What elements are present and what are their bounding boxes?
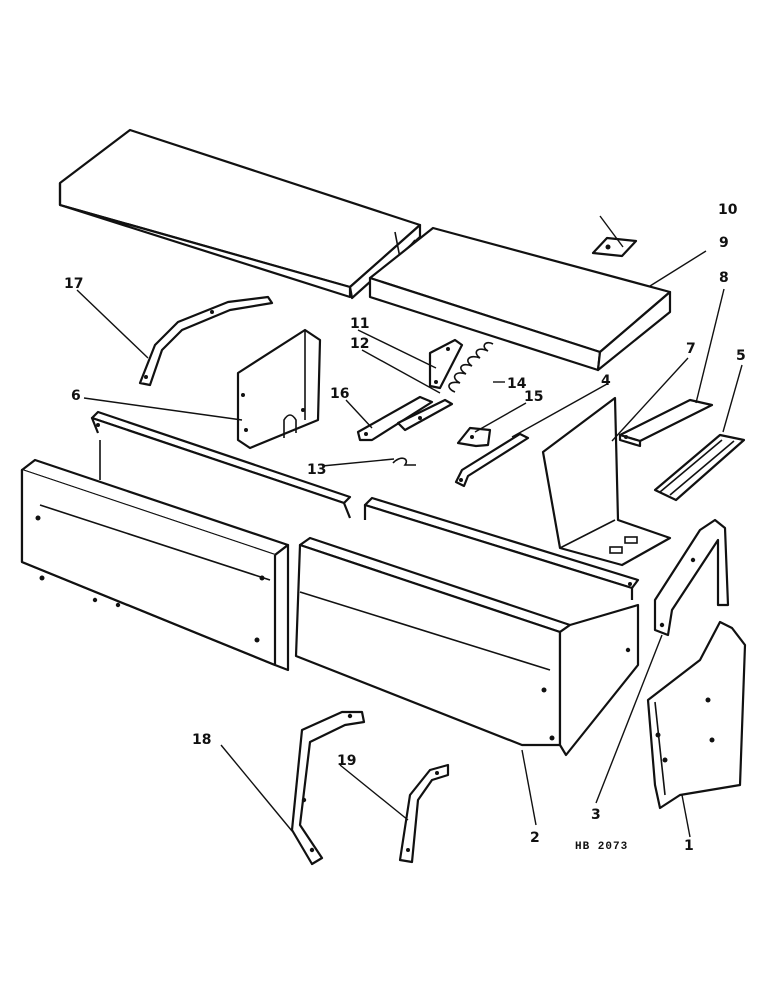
bracket-part-15 <box>456 426 492 448</box>
callout-13: 13 <box>307 462 326 478</box>
callout-12: 12 <box>350 336 369 352</box>
callout-4: 4 <box>601 373 611 389</box>
callout-8: 8 <box>719 270 729 286</box>
top-long-cover <box>58 128 422 300</box>
callout-3: 3 <box>591 807 601 823</box>
callout-9: 9 <box>719 235 729 251</box>
callout-19: 19 <box>337 753 356 769</box>
callout-5: 5 <box>736 348 746 364</box>
end-plate-part-1 <box>646 620 747 810</box>
callout-2: 2 <box>530 830 540 846</box>
right-cover-part-9 <box>368 226 672 372</box>
clip-part-10 <box>591 236 638 258</box>
right-tray-part-2 <box>294 536 640 757</box>
callout-1: 1 <box>684 838 694 854</box>
strap-part-4 <box>454 432 530 488</box>
side-bracket-part-3 <box>653 518 730 637</box>
callout-18: 18 <box>192 732 211 748</box>
callout-7: 7 <box>686 341 696 357</box>
channel-part-5 <box>653 433 746 502</box>
leader-lines <box>76 215 743 838</box>
callout-16: 16 <box>330 386 349 402</box>
pin-part-13 <box>392 457 416 466</box>
callout-17: 17 <box>64 276 83 292</box>
callout-14: 14 <box>507 376 527 392</box>
bracket-part-17 <box>138 295 274 387</box>
reference-code: HB 2073 <box>575 841 628 853</box>
spring-part-14 <box>448 341 494 393</box>
right-rear-rail <box>363 496 640 600</box>
tab-part-11 <box>428 338 464 390</box>
back-plate-part-6 <box>236 328 322 450</box>
callout-labels: 10 9 17 8 11 12 7 5 14 4 6 16 15 13 18 1… <box>64 202 746 854</box>
channel-part-8 <box>618 398 714 448</box>
callout-15: 15 <box>524 389 543 405</box>
callout-6: 6 <box>71 388 81 404</box>
left-tray <box>20 458 290 672</box>
left-rear-rail <box>90 410 352 519</box>
lower-bracket-part-19 <box>398 763 450 864</box>
callout-10: 10 <box>718 202 738 218</box>
callout-11: 11 <box>350 316 369 332</box>
side-panel-part-7 <box>541 396 672 567</box>
lower-bracket-part-18 <box>290 710 366 866</box>
hinge-part-16 <box>356 395 454 442</box>
